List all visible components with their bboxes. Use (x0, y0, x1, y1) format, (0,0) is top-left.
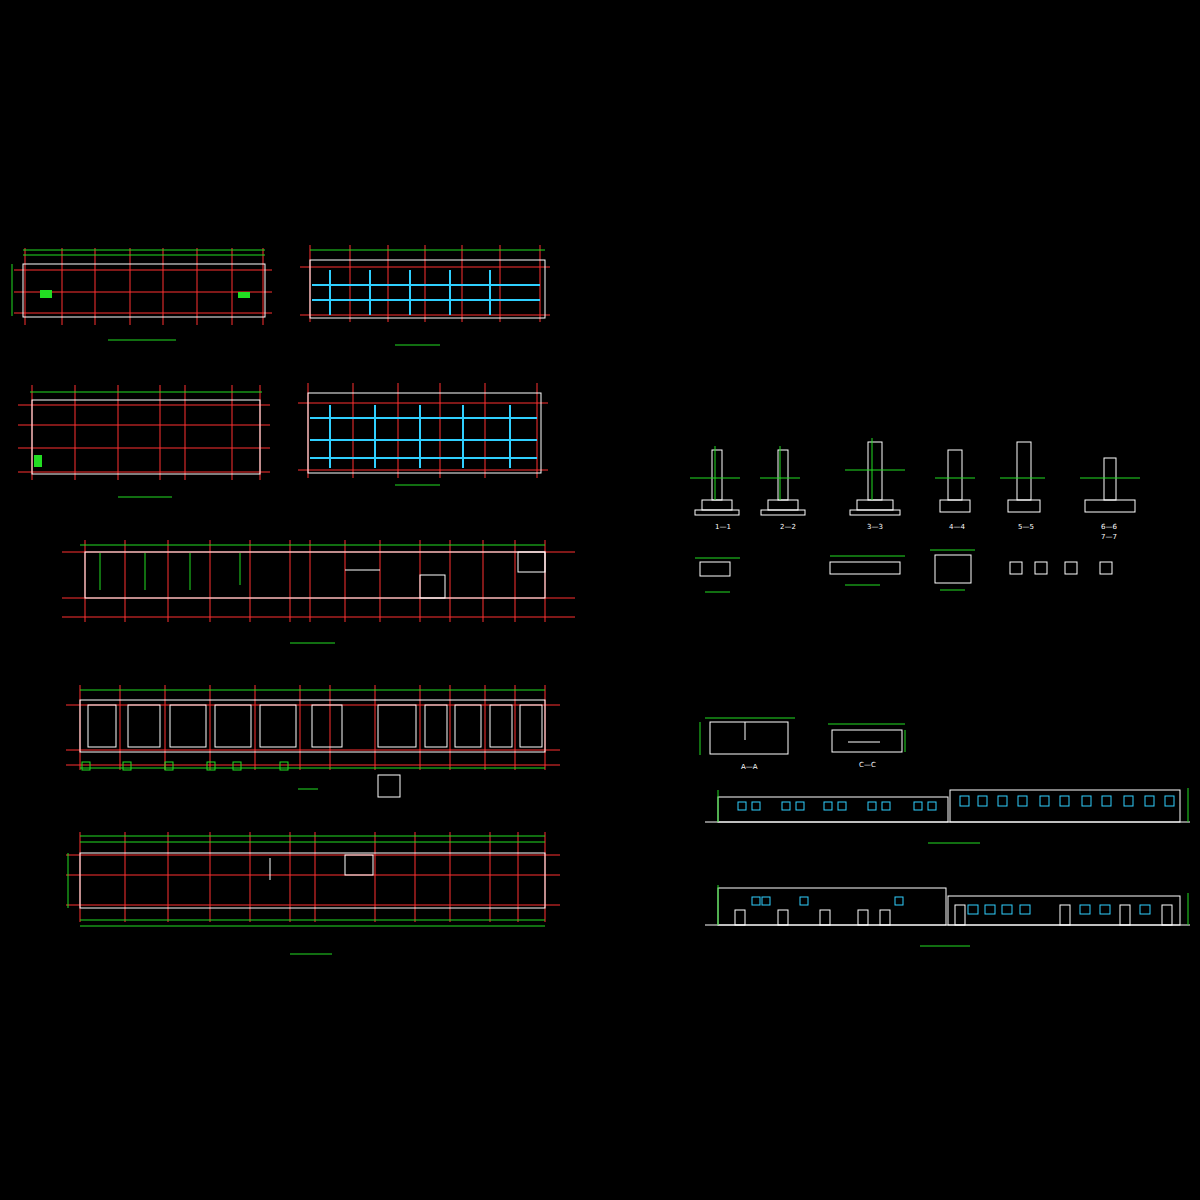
section-label: 3—3 (866, 524, 884, 531)
section-label: A—A (740, 764, 759, 771)
section-label: 2—2 (779, 524, 797, 531)
section-label: 4—4 (948, 524, 966, 531)
section-label: 6—6 (1100, 524, 1118, 531)
section-label: C—C (858, 762, 877, 769)
section-label: 5—5 (1017, 524, 1035, 531)
section-label: 7—7 (1100, 534, 1118, 541)
section-label: 1—1 (714, 524, 732, 531)
